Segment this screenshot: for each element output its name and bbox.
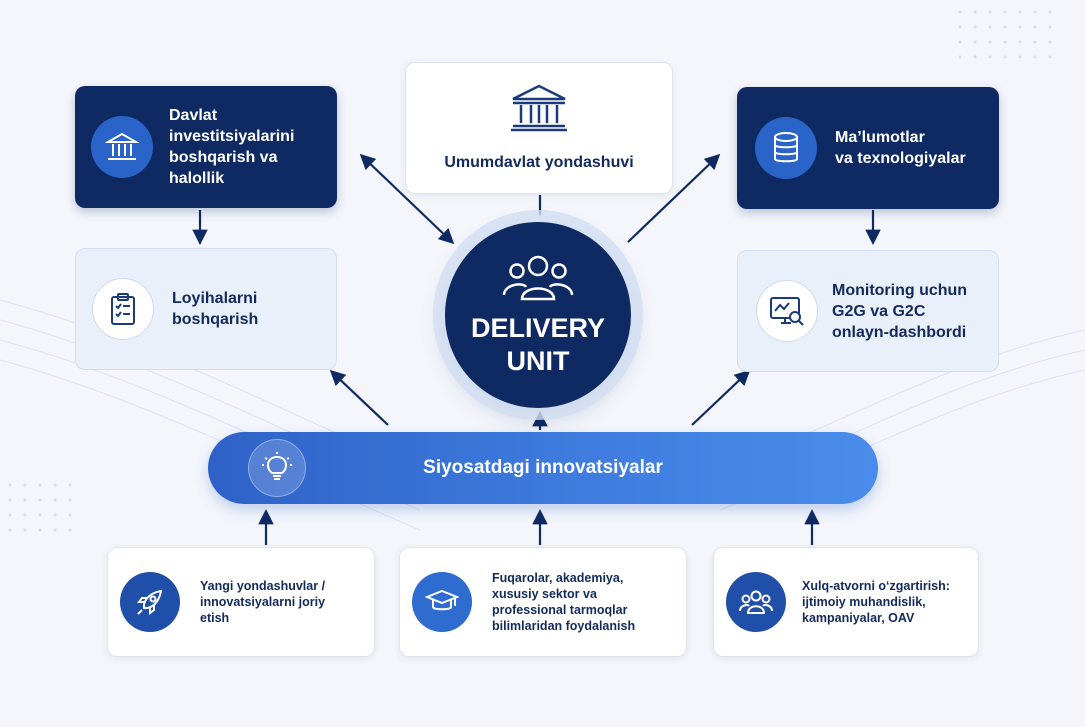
hub-title-line1: DELIVERY <box>470 312 606 343</box>
card-public-investment-title: Davlat investitsiyalarini boshqarish va … <box>169 107 295 187</box>
card-new-approaches-line2: innovatsiyalarni joriy <box>200 595 326 609</box>
card-monitoring-dashboard-title-line2: G2G va G2C <box>832 302 926 320</box>
monitor-dashboard-icon <box>756 280 818 342</box>
delivery-unit-hub: DELIVERY UNIT <box>445 222 631 408</box>
banner-label: Siyosatdagi innovatsiyalar <box>423 457 663 478</box>
card-monitoring-dashboard: Monitoring uchun G2G va G2C onlayn-dashb… <box>737 250 999 372</box>
card-new-approaches: Yangi yondashuvlar / innovatsiyalarni jo… <box>107 547 375 657</box>
card-knowledge-networks-line1: Fuqarolar, akademiya, <box>492 571 624 585</box>
card-whole-of-government: Umumdavlat yondashuvi <box>405 62 673 194</box>
card-data-technology-title-line1: Ma’lumotlar <box>835 129 925 146</box>
card-data-technology: Ma’lumotlar va texnologiyalar <box>737 87 999 209</box>
lightbulb-icon <box>248 439 306 497</box>
card-project-management: Loyihalarni boshqarish <box>75 248 337 370</box>
card-whole-of-government-title: Umumdavlat yondashuvi <box>444 154 634 171</box>
policy-innovation-banner: Siyosatdagi innovatsiyalar <box>208 432 878 504</box>
people-group-icon <box>726 572 786 632</box>
card-project-management-title-line1: Loyihalarni <box>172 290 258 307</box>
card-knowledge-networks-line3: professional tarmoqlar <box>492 603 628 617</box>
card-new-approaches-line1: Yangi yondashuvlar / <box>200 579 326 593</box>
database-icon <box>755 117 817 179</box>
card-monitoring-dashboard-title-line1: Monitoring uchun <box>832 281 968 299</box>
card-project-management-title-line2: boshqarish <box>172 311 259 328</box>
card-knowledge-networks: Fuqarolar, akademiya, xususiy sektor va … <box>399 547 687 657</box>
government-building-icon <box>509 83 569 138</box>
card-behavior-change: Xulq-atvorni o‘zgartirish: ijtimoiy muha… <box>713 547 979 657</box>
bank-icon <box>91 116 153 178</box>
card-knowledge-networks-line2: xususiy sektor va <box>492 587 597 601</box>
card-behavior-change-line1: Xulq-atvorni o‘zgartirish: <box>802 579 950 593</box>
hub-title-line2: UNIT <box>506 345 570 376</box>
clipboard-checklist-icon <box>92 278 154 340</box>
card-behavior-change-line3: kampaniyalar, OAV <box>802 611 915 625</box>
card-behavior-change-line2: ijtimoiy muhandislik, <box>802 595 926 609</box>
people-group-icon <box>500 253 576 308</box>
card-monitoring-dashboard-title-line3: onlayn-dashbordi <box>832 323 967 341</box>
card-data-technology-title-line2: va texnologiyalar <box>835 150 966 167</box>
card-knowledge-networks-line4: bilimlaridan foydalanish <box>492 619 636 633</box>
card-new-approaches-line3: etish <box>200 611 230 625</box>
card-public-investment: Davlat investitsiyalarini boshqarish va … <box>75 86 337 208</box>
graduation-cap-icon <box>412 572 472 632</box>
rocket-icon <box>120 572 180 632</box>
